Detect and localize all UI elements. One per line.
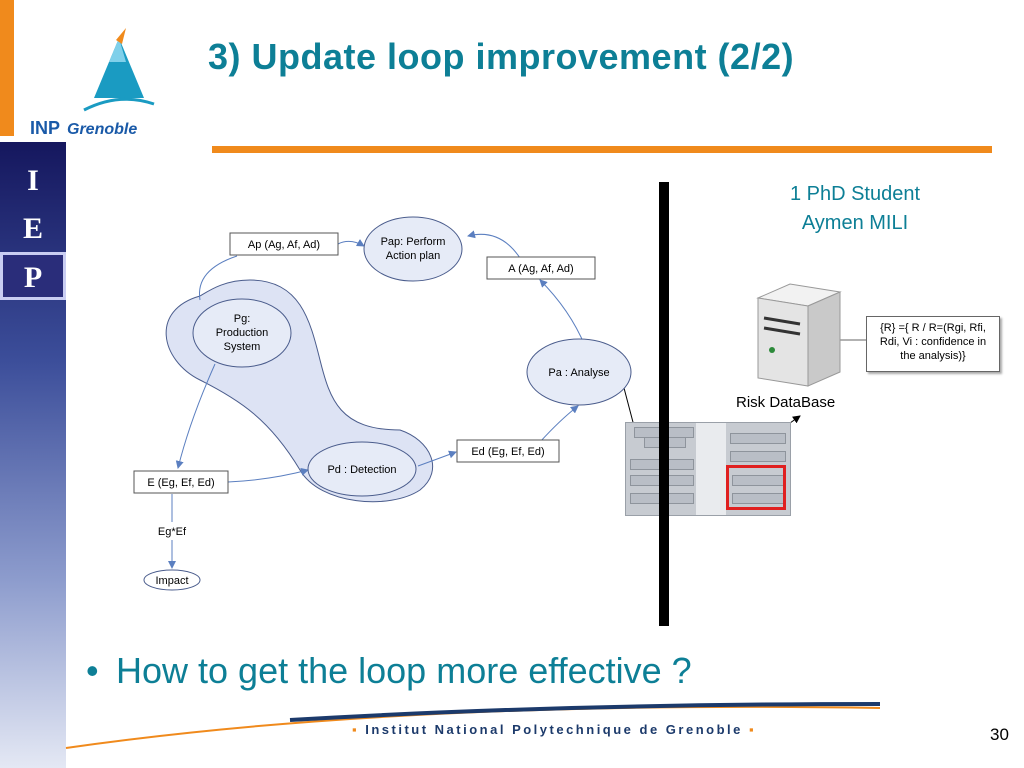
edge-pg-to-e [175, 363, 216, 469]
researcher-line-2: Aymen MILI [801, 212, 909, 234]
risk-definition-note: {R} ={ R / R=(Rgi, Rfi, Rdi, Vi : confid… [866, 316, 1000, 372]
node-egef: Eg*Ef [158, 526, 187, 538]
bullet-text: How to get the loop more effective ? [116, 650, 692, 691]
footer-institution: ▪ Institut National Polytechnique de Gre… [352, 722, 757, 737]
node-ap [229, 232, 339, 256]
node-pap-label-1: Pap: Perform [381, 236, 446, 248]
edge-pap-to-pg [198, 255, 238, 301]
node-pa [526, 338, 632, 406]
edge-ap-to-pap [337, 239, 365, 247]
slide-title: 3) Update loop improvement (2/2) [208, 36, 795, 77]
edge-pa-to-a [539, 279, 586, 347]
svg-text:Ap (Ag, Af, Ad): Ap (Ag, Af, Ad) [248, 239, 320, 251]
highlight-box [726, 465, 786, 510]
svg-text:INP: INP [30, 118, 60, 138]
node-pd [307, 441, 417, 497]
bullet-point: •How to get the loop more effective ? [86, 650, 692, 691]
svg-text:Impact: Impact [155, 575, 188, 587]
svg-text:Pg:: Pg: [234, 313, 251, 325]
svg-text:System: System [224, 341, 261, 353]
edge-pa-to-screenshot [623, 387, 635, 427]
svg-text:Pa : Analyse: Pa : Analyse [548, 367, 609, 379]
orange-accent-bar [0, 0, 14, 136]
node-pap-label-2: Action plan [386, 250, 440, 262]
risk-database-label: Risk DataBase [736, 394, 836, 411]
node-ed [456, 439, 560, 463]
inp-grenoble-logo: INP Grenoble [14, 0, 184, 142]
svg-text:A (Ag, Af, Ad): A (Ag, Af, Ad) [508, 263, 573, 275]
svg-text:Grenoble: Grenoble [67, 121, 137, 138]
sidebar-letter-e: E [22, 212, 43, 245]
svg-text:E (Eg, Ef, Ed): E (Eg, Ef, Ed) [147, 477, 214, 489]
svg-text:Production: Production [216, 327, 269, 339]
vertical-divider [659, 182, 669, 626]
edge-e-to-pd [227, 467, 309, 483]
node-a [486, 256, 596, 280]
researcher-line-1: 1 PhD Student [789, 183, 921, 205]
node-e [133, 470, 229, 494]
sidebar-letter-i: I [27, 164, 39, 197]
svg-text:Pd : Detection: Pd : Detection [327, 464, 396, 476]
researcher-info: 1 PhD Student Aymen MILI [742, 180, 968, 238]
logo-icon: INP Grenoble [30, 28, 155, 138]
sidebar [0, 142, 66, 768]
page-number: 30 [990, 725, 1009, 744]
title-underline [212, 146, 992, 153]
node-pap [363, 216, 463, 282]
application-screenshot [625, 422, 791, 516]
edge-pd-to-ed [417, 450, 457, 467]
node-impact [143, 569, 201, 591]
sidebar-letter-p: P [0, 252, 66, 300]
edge-a-to-pap [467, 230, 521, 259]
node-pg [192, 298, 292, 368]
server-icon [756, 283, 842, 387]
svg-text:Ed (Eg, Ef, Ed): Ed (Eg, Ef, Ed) [471, 446, 544, 458]
edge-ed-to-pa [539, 405, 579, 443]
